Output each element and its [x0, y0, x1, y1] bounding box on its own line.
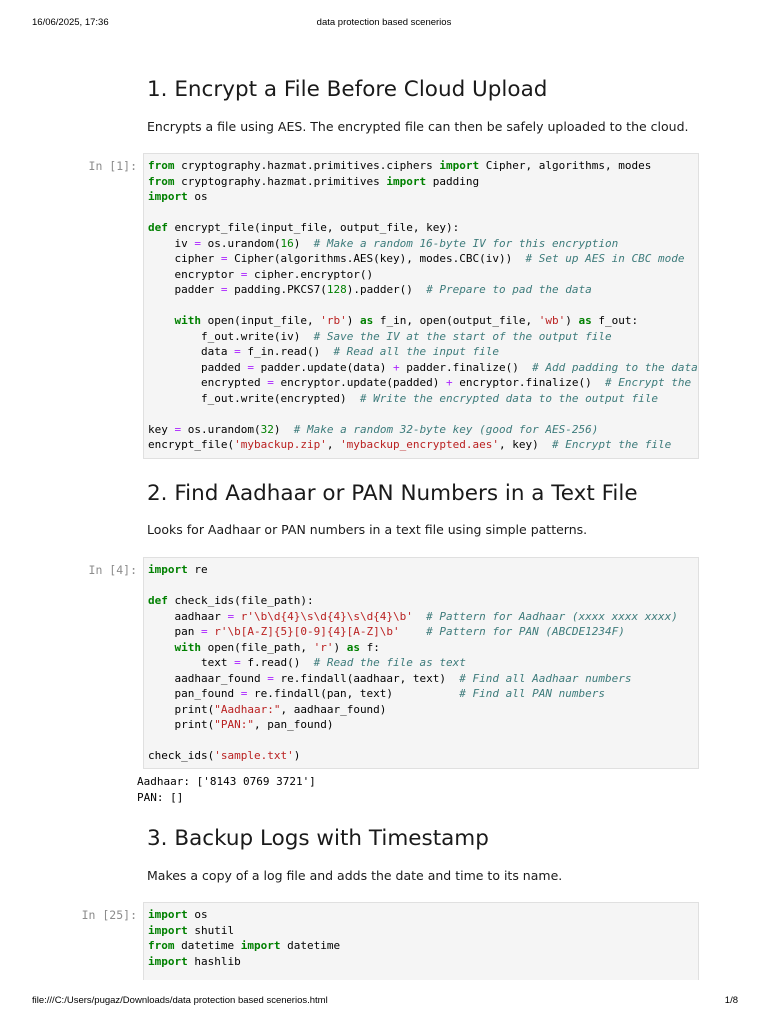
section-heading-encrypt-file: 1. Encrypt a File Before Cloud Upload [147, 77, 548, 102]
code-line: pan_found = re.findall(pan, text) # Find… [148, 687, 605, 700]
section-description: Encrypts a file using AES. The encrypted… [147, 119, 689, 134]
code-line: encrypt_file('mybackup.zip', 'mybackup_e… [148, 438, 672, 451]
section-description: Makes a copy of a log file and adds the … [147, 868, 563, 883]
code-cell-encrypt-file[interactable]: from cryptography.hazmat.primitives.ciph… [143, 153, 699, 459]
code-line: encryptor = cipher.encryptor() [148, 267, 374, 281]
cell-prompt: In [4]: [88, 563, 137, 577]
code-line: import os [148, 908, 208, 921]
code-line: data = f_in.read() # Read all the input … [148, 345, 500, 358]
code-cell-backup-logs[interactable]: import os import shutil from datetime im… [143, 902, 699, 980]
code-line: print("PAN:", pan_found) [148, 718, 334, 731]
cell-output: Aadhaar: ['8143 0769 3721'] PAN: [] [137, 775, 316, 804]
code-line: check_ids('sample.txt') [148, 749, 301, 762]
code-line: iv = os.urandom(16) # Make a random 16-b… [148, 236, 619, 250]
code-line: import re [148, 563, 208, 576]
section-description: Looks for Aadhaar or PAN numbers in a te… [147, 522, 588, 537]
code-block: import re def check_ids(file_path): aadh… [144, 558, 698, 764]
code-block: import os import shutil from datetime im… [144, 903, 698, 969]
code-line: pan = r'\b[A-Z]{5}[0-9]{4}[A-Z]\b' # Pat… [148, 625, 625, 638]
code-line: aadhaar = r'\b\d{4}\s\d{4}\s\d{4}\b' # P… [148, 609, 678, 623]
code-line: from cryptography.hazmat.primitives impo… [148, 174, 480, 188]
code-line: f_out.write(encrypted) # Write the encry… [148, 391, 658, 405]
code-line: print("Aadhaar:", aadhaar_found) [148, 702, 387, 716]
section-heading-find-ids: 2. Find Aadhaar or PAN Numbers in a Text… [147, 481, 638, 506]
code-line: def encrypt_file(input_file, output_file… [148, 221, 460, 234]
code-line: import os [148, 190, 208, 203]
code-line: aadhaar_found = re.findall(aadhaar, text… [148, 671, 632, 685]
code-cell-find-ids[interactable]: import re def check_ids(file_path): aadh… [143, 557, 699, 769]
code-line: import hashlib [148, 954, 241, 968]
code-line: encrypted = encryptor.update(padded) + e… [148, 376, 698, 389]
code-line: def check_ids(file_path): [148, 594, 314, 607]
print-footer-page-number: 1/8 [724, 995, 738, 1006]
code-line: padder = padding.PKCS7(128).padder() # P… [148, 283, 592, 296]
cell-prompt: In [1]: [88, 159, 137, 173]
code-line: with open(input_file, 'rb') as f_in, ope… [174, 314, 639, 327]
print-header-datetime: 16/06/2025, 17:36 [32, 17, 109, 28]
code-line: from cryptography.hazmat.primitives.ciph… [148, 159, 652, 172]
code-line: padded = padder.update(data) + padder.fi… [148, 360, 698, 374]
code-line: text = f.read() # Read the file as text [148, 656, 466, 669]
code-line: f_out.write(iv) # Save the IV at the sta… [148, 329, 612, 343]
code-line: key = os.urandom(32) # Make a random 32-… [148, 422, 599, 436]
code-line: import shutil [148, 923, 235, 937]
print-header-title: data protection based scenerios [316, 17, 452, 28]
cell-prompt: In [25]: [81, 908, 137, 922]
code-block: from cryptography.hazmat.primitives.ciph… [144, 154, 698, 453]
section-heading-backup-logs: 3. Backup Logs with Timestamp [147, 826, 489, 851]
code-line: from datetime import datetime [148, 939, 341, 952]
code-line: with open(file_path, 'r') as f: [174, 640, 380, 654]
print-footer-path[interactable]: file:///C:/Users/pugaz/Downloads/data pr… [32, 995, 328, 1006]
code-line: cipher = Cipher(algorithms.AES(key), mod… [148, 252, 685, 265]
